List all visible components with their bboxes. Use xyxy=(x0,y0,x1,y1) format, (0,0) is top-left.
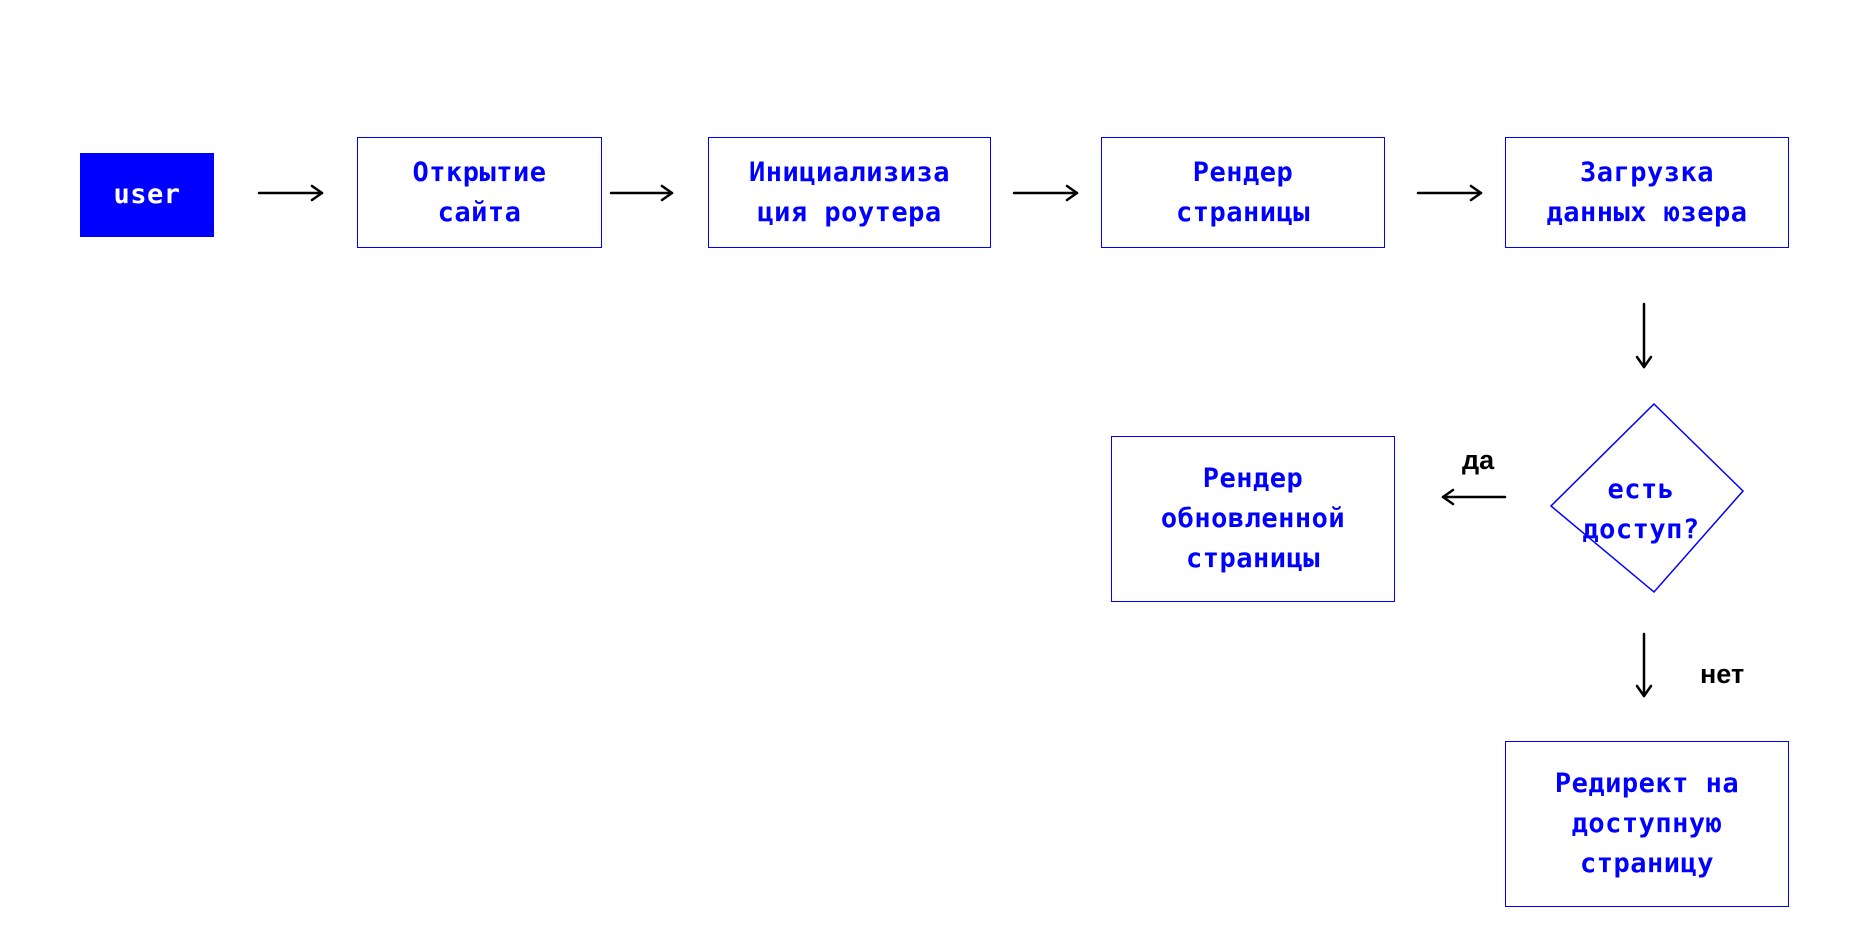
edge-label-no: нет xyxy=(1700,659,1745,689)
open-site-node: Открытие сайта xyxy=(357,137,602,248)
redirect-node: Редирект на доступную страницу xyxy=(1505,741,1789,907)
arrow-router-init-to-render-page xyxy=(1012,184,1079,202)
decision-diamond xyxy=(1549,402,1745,594)
edge-label-yes: да xyxy=(1462,445,1495,475)
router-init-node: Инициализиза ция роутера xyxy=(708,137,991,248)
load-user-data-node: Загрузка данных юзера xyxy=(1505,137,1789,248)
arrow-decision-no xyxy=(1635,632,1653,698)
arrow-render-page-to-load-user-data xyxy=(1416,184,1483,202)
render-updated-page-node: Рендер обновленной страницы xyxy=(1111,436,1395,602)
arrow-user-to-open-site xyxy=(257,184,324,202)
user-node: user xyxy=(80,153,214,237)
render-page-node: Рендер страницы xyxy=(1101,137,1385,248)
arrow-load-user-data-to-decision xyxy=(1635,302,1653,369)
arrow-open-site-to-router-init xyxy=(609,184,674,202)
decision-label: есть доступ? xyxy=(1582,474,1700,545)
arrow-decision-yes xyxy=(1441,488,1507,506)
